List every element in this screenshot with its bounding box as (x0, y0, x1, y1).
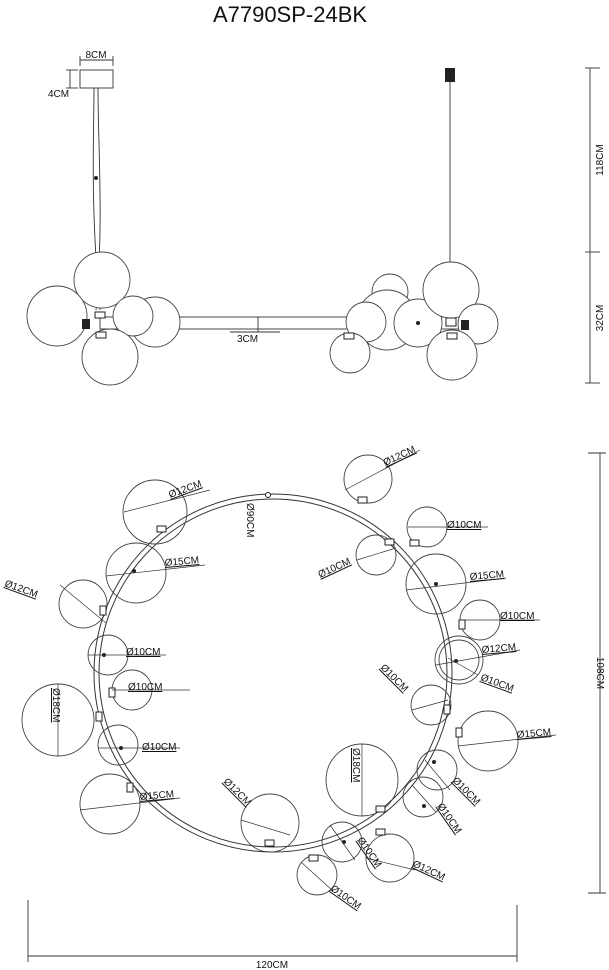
glass-globe (81, 328, 139, 386)
globe-diameter-label: Ø18CM (50, 688, 61, 722)
globe-diameter-label: Ø10CM (479, 672, 515, 694)
glass-globe (457, 303, 499, 345)
globe-diameter-label: Ø10CM (126, 647, 160, 658)
globe-diameter-label: Ø10CM (500, 611, 534, 622)
globe-diameter-label: Ø18CM (350, 748, 361, 782)
canopy-width-label: 8CM (85, 50, 106, 61)
total-height-label: 108CM (594, 657, 605, 689)
globe-diameter-label: Ø10CM (328, 883, 363, 912)
lamp-height-label: 32CM (595, 305, 606, 332)
globe-diameter-label: Ø12CM (481, 642, 516, 656)
globe-diameter-label: Ø12CM (167, 479, 203, 501)
suspension-hook (445, 68, 455, 82)
ring-diameter-label: Ø90CM (244, 503, 255, 537)
globe-diameter-label: Ø10CM (317, 556, 353, 581)
glass-globe (426, 329, 478, 381)
total-width-label: 120CM (256, 960, 288, 970)
globe-diameter-label: Ø12CM (221, 776, 253, 808)
globe-diameter-label: Ø15CM (469, 569, 504, 583)
globe-diameter-label: Ø10CM (378, 662, 410, 694)
globe-diameter-label: Ø10CM (435, 801, 464, 836)
canopy-height-label: 4CM (48, 89, 69, 100)
globe-diameter-label: Ø12CM (3, 578, 39, 600)
glass-globe (73, 251, 131, 309)
glass-globe (112, 295, 154, 337)
globe-diameter-label: Ø15CM (164, 555, 199, 569)
globe-diameter-label: Ø12CM (382, 444, 418, 469)
top-view: Ø90CM (3, 444, 606, 970)
product-title: A7790SP-24BK (213, 2, 367, 27)
globe-diameter-label: Ø12CM (411, 859, 447, 884)
suspension-height-label: 118CM (595, 144, 606, 176)
globe-diameter-label: Ø10CM (450, 775, 482, 807)
globe-diameter-label: Ø15CM (516, 727, 551, 741)
side-view: 8CM 4CM 3CM (26, 50, 606, 386)
ceiling-canopy (79, 69, 114, 89)
globe-diameter-label: Ø10CM (128, 682, 162, 693)
glass-globe (26, 285, 88, 347)
globe-diameter-label: Ø15CM (139, 789, 174, 803)
globe-diameter-label: Ø10CM (447, 520, 481, 531)
bar-diameter-label: 3CM (237, 334, 258, 345)
cable-clip (94, 176, 98, 180)
globe-diameter-label: Ø10CM (142, 742, 176, 753)
